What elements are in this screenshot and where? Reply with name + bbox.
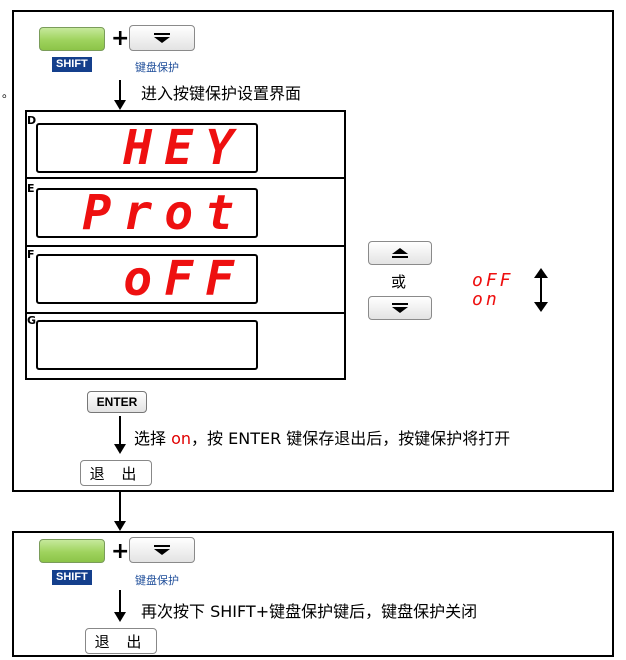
save-instruction-suffix: ，按 ENTER 键保存退出后，按键保护将打开 <box>191 429 511 448</box>
down-arrow-icon <box>392 303 408 313</box>
flow-arrow <box>119 80 121 102</box>
row-divider <box>27 312 344 314</box>
keypad-lock-caption: 键盘保护 <box>135 61 179 74</box>
shift-label-2: SHIFT <box>52 570 92 585</box>
up-key[interactable] <box>368 241 432 265</box>
keypad-lock-caption-2: 键盘保护 <box>135 574 179 587</box>
keypad-lock-key-2[interactable] <box>129 537 195 563</box>
stray-mark: 。 <box>2 86 15 100</box>
blank-function-key-2[interactable] <box>39 539 105 563</box>
plus-sign: + <box>111 26 130 51</box>
flow-arrow-head <box>114 100 126 110</box>
down-arrow-icon <box>154 33 170 43</box>
up-arrow-icon <box>392 248 408 258</box>
blank-function-key[interactable] <box>39 27 105 51</box>
panel-letter-e: E <box>27 182 35 195</box>
enter-key[interactable]: ENTER <box>87 391 147 413</box>
flow-arrow-head-3 <box>114 612 126 622</box>
shift-label: SHIFT <box>52 57 92 72</box>
save-instruction-value: on <box>171 429 192 448</box>
save-instruction-prefix: 选择 <box>134 429 172 448</box>
row-divider <box>27 245 344 247</box>
exit-box-2[interactable]: 退 出 <box>85 628 157 654</box>
display-f-text: oFF <box>123 251 246 307</box>
or-label: 或 <box>391 273 407 291</box>
enter-settings-text: 进入按键保护设置界面 <box>141 84 302 103</box>
display-e-text: Prot <box>82 185 246 241</box>
display-panel-g <box>36 320 258 370</box>
plus-sign-2: + <box>111 539 130 564</box>
down-key[interactable] <box>368 296 432 320</box>
exit-box[interactable]: 退 出 <box>80 460 152 486</box>
down-arrow-icon <box>154 545 170 555</box>
panel-letter-f: F <box>27 248 35 261</box>
panel-letter-g: G <box>27 314 37 327</box>
connector-arrow <box>119 492 121 522</box>
keypad-lock-key[interactable] <box>129 25 195 51</box>
display-panel-d: HEY <box>36 120 258 176</box>
flow-arrow <box>119 416 121 446</box>
up-down-arrow-icon <box>534 268 548 312</box>
save-instruction: 选择 on，按 ENTER 键保存退出后，按键保护将打开 <box>134 425 510 449</box>
panel-letter-d: D <box>27 114 37 127</box>
display-panel-e: Prot <box>36 185 258 241</box>
flow-arrow-3 <box>119 590 121 614</box>
connector-arrow-head <box>114 521 126 531</box>
flow-arrow-head <box>114 444 126 454</box>
row-divider <box>27 177 344 179</box>
unlock-instruction: 再次按下 SHIFT+键盘保护键后，键盘保护关闭 <box>141 602 478 621</box>
option-on: on <box>472 289 500 310</box>
option-off: oFF <box>472 270 514 291</box>
display-panel-f: oFF <box>36 251 258 307</box>
display-d-text: HEY <box>123 120 246 176</box>
keypad-lock-off-frame <box>12 531 614 657</box>
display-column <box>25 110 346 380</box>
